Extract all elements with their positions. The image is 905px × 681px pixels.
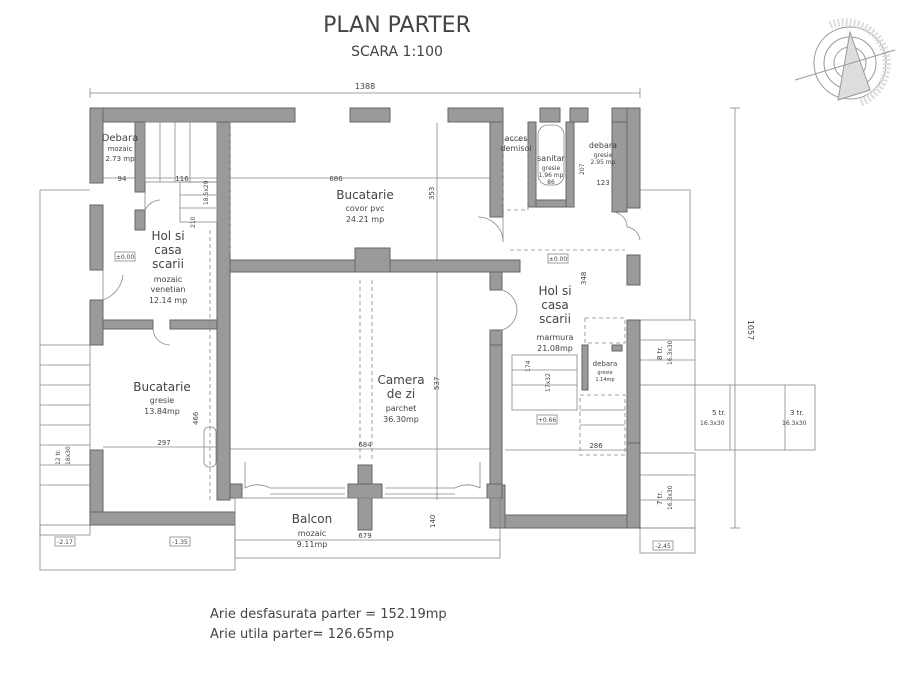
svg-text:Hol si: Hol si <box>538 284 571 298</box>
room-sanitar: sanitar gresie 1.96 mp 86 <box>537 154 565 186</box>
svg-text:18.5x29: 18.5x29 <box>203 180 210 205</box>
svg-text:353: 353 <box>428 187 436 200</box>
svg-text:-2.45: -2.45 <box>655 543 671 550</box>
svg-text:5 tr.: 5 tr. <box>712 409 726 417</box>
svg-text:21.08mp: 21.08mp <box>537 344 573 353</box>
level-marks: ±0.00 ±0.00 +0.66 -2.17 -1.35 -2.45 <box>54 251 674 551</box>
svg-text:mozaic: mozaic <box>298 529 326 538</box>
room-hol-left: Hol si casa scarii mozaic venetian 12.14… <box>149 175 210 305</box>
room-hol-right: Hol si casa scarii marmura 21.08mp 348 2… <box>525 272 603 450</box>
svg-text:8 tr.: 8 tr. <box>656 346 664 360</box>
svg-text:537: 537 <box>433 377 441 390</box>
svg-text:Bucatarie: Bucatarie <box>133 380 191 394</box>
overall-width-dim: 1388 <box>355 82 375 91</box>
svg-text:36.30mp: 36.30mp <box>383 415 419 424</box>
svg-text:venetian: venetian <box>151 285 186 294</box>
exterior-stairs <box>39 189 816 571</box>
north-arrow-compass-icon <box>794 18 896 107</box>
svg-text:acces: acces <box>505 134 528 143</box>
summary-desfasurata: Arie desfasurata parter = 152.19mp <box>210 607 447 622</box>
svg-text:24.21 mp: 24.21 mp <box>346 215 384 224</box>
svg-text:16.3x30: 16.3x30 <box>667 485 674 510</box>
doors <box>102 192 641 489</box>
svg-text:±0.00: ±0.00 <box>116 254 135 261</box>
room-debara-small: debara gresie 1.14mp <box>593 360 618 383</box>
svg-text:debara: debara <box>589 141 617 150</box>
room-bucatarie-top: Bucatarie covor pvc 24.21 mp 686 353 <box>329 175 436 224</box>
svg-text:casa: casa <box>154 243 182 257</box>
svg-text:2.95 mp: 2.95 mp <box>591 159 616 166</box>
svg-text:348: 348 <box>580 272 588 285</box>
svg-text:1.96 mp: 1.96 mp <box>539 172 564 179</box>
svg-text:86: 86 <box>547 179 555 186</box>
svg-text:gresie: gresie <box>542 165 561 172</box>
svg-text:679: 679 <box>358 532 371 540</box>
stair-labels: 8 tr. 16.3x30 5 tr. 16.3x30 3 tr. 16.3x3… <box>55 340 807 510</box>
svg-text:±0.00: ±0.00 <box>549 256 568 263</box>
svg-text:3 tr.: 3 tr. <box>790 409 804 417</box>
svg-text:94: 94 <box>118 175 127 183</box>
room-bucatarie-left: Bucatarie gresie 13.84mp 297 466 <box>133 380 200 447</box>
overall-height-dim: 1057 <box>746 320 755 340</box>
svg-text:covor pvc: covor pvc <box>346 204 385 213</box>
svg-text:123: 123 <box>596 179 609 187</box>
svg-text:-2.17: -2.17 <box>57 539 73 546</box>
svg-text:686: 686 <box>329 175 343 183</box>
svg-text:286: 286 <box>589 442 603 450</box>
svg-text:297: 297 <box>157 439 170 447</box>
svg-text:18x30: 18x30 <box>65 446 72 465</box>
svg-text:140: 140 <box>429 515 437 528</box>
svg-text:Debara: Debara <box>102 133 139 144</box>
svg-text:gresie: gresie <box>594 152 613 159</box>
svg-text:16.3x30: 16.3x30 <box>700 420 725 427</box>
svg-text:16.3x30: 16.3x30 <box>782 420 807 427</box>
room-balcon: Balcon mozaic 9.11mp 679 140 <box>292 512 437 549</box>
svg-text:684: 684 <box>358 441 372 449</box>
svg-text:466: 466 <box>192 411 200 425</box>
svg-text:Balcon: Balcon <box>292 512 332 526</box>
plan-title: PLAN PARTER <box>323 13 471 38</box>
summary-utila: Arie utila parter= 126.65mp <box>210 627 394 642</box>
svg-text:207: 207 <box>579 163 586 175</box>
svg-text:demisol: demisol <box>500 144 531 153</box>
svg-text:casa: casa <box>541 298 569 312</box>
svg-text:13.84mp: 13.84mp <box>144 407 180 416</box>
svg-text:de zi: de zi <box>387 387 415 401</box>
svg-text:debara: debara <box>593 360 618 368</box>
svg-text:mozaic: mozaic <box>108 145 133 153</box>
dashed-lines <box>209 122 625 500</box>
svg-text:Hol si: Hol si <box>151 229 184 243</box>
svg-text:9.11mp: 9.11mp <box>297 540 328 549</box>
svg-text:+0.66: +0.66 <box>538 417 557 424</box>
svg-text:210: 210 <box>190 216 197 228</box>
svg-text:7 tr.: 7 tr. <box>656 491 664 505</box>
room-acces-demisol: acces demisol <box>500 134 531 153</box>
svg-text:marmura: marmura <box>537 333 574 342</box>
svg-text:scarii: scarii <box>539 312 571 326</box>
svg-text:mozaic: mozaic <box>154 275 182 284</box>
room-debara-left: Debara mozaic 2.73 mp 94 <box>102 133 139 183</box>
svg-text:17x32: 17x32 <box>545 373 552 392</box>
svg-text:12.14 mp: 12.14 mp <box>149 296 187 305</box>
svg-text:Camera: Camera <box>377 373 424 387</box>
svg-text:-1.35: -1.35 <box>172 539 188 546</box>
svg-text:sanitar: sanitar <box>537 154 565 163</box>
svg-text:12 tr.: 12 tr. <box>55 449 62 465</box>
svg-text:scarii: scarii <box>152 257 184 271</box>
svg-text:gresie: gresie <box>150 396 175 405</box>
room-camera-de-zi: Camera de zi parchet 36.30mp 684 537 <box>358 373 441 449</box>
svg-text:parchet: parchet <box>386 404 417 413</box>
svg-text:2.73 mp: 2.73 mp <box>105 155 135 163</box>
room-debara-right: debara gresie 2.95 mp 123 207 <box>579 141 617 187</box>
svg-text:Bucatarie: Bucatarie <box>336 188 394 202</box>
svg-text:174: 174 <box>525 360 532 372</box>
svg-text:gresie: gresie <box>597 370 612 376</box>
svg-text:116: 116 <box>175 175 189 183</box>
svg-text:1.14mp: 1.14mp <box>595 377 614 383</box>
svg-text:16.3x30: 16.3x30 <box>667 340 674 365</box>
dimension-lines <box>89 88 740 541</box>
plan-scale: SCARA 1:100 <box>351 44 443 60</box>
walls <box>89 107 641 559</box>
